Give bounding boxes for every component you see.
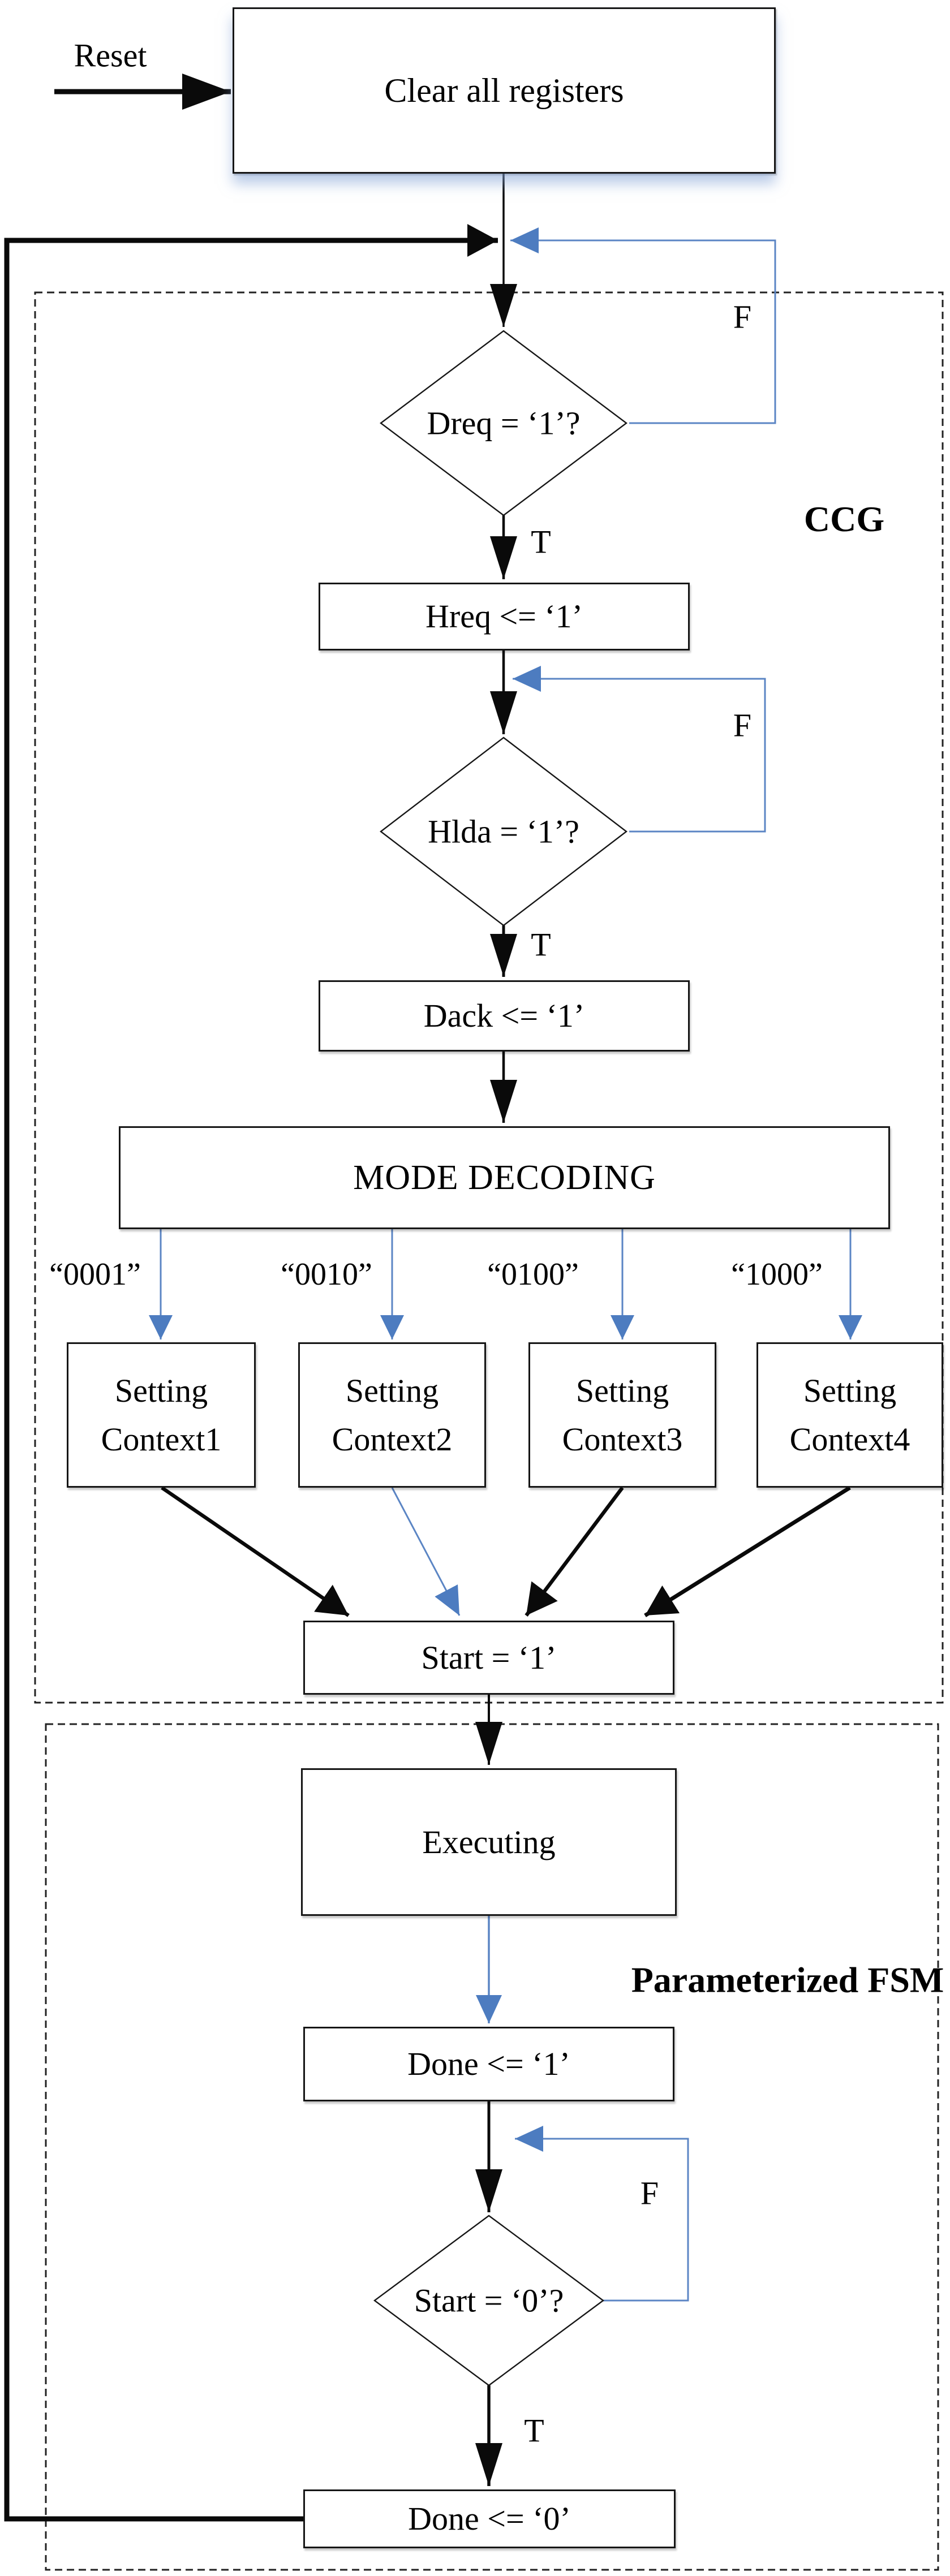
dreq-false-label: F — [733, 298, 752, 335]
decision-dreq — [380, 330, 627, 516]
edge-dreq-false-loop — [510, 227, 776, 424]
node-hreq: Hreq <= ‘1’ — [319, 583, 690, 651]
decision-hlda-label: Hlda = ‘1’? — [428, 813, 579, 850]
node-start-set: Start = ‘1’ — [303, 1621, 674, 1695]
node-setting-context3: Setting Context3 — [528, 1342, 716, 1488]
node-setting-context1: Setting Context1 — [67, 1342, 256, 1488]
node-setting-context4-label: Setting Context4 — [789, 1372, 910, 1458]
branch-label-0010: “0010” — [281, 1257, 372, 1292]
node-setting-context3-label: Setting Context3 — [562, 1372, 683, 1458]
node-setting-context1-label: Setting Context1 — [101, 1372, 222, 1458]
node-executing-label: Executing — [422, 1823, 556, 1860]
node-setting-context2: Setting Context2 — [298, 1342, 486, 1488]
hlda-false-label: F — [733, 707, 752, 744]
node-done-clear: Done <= ‘0’ — [303, 2489, 676, 2548]
decision-startchk — [373, 2215, 605, 2387]
edge-ctx1-to-start — [161, 1486, 350, 1617]
edge-ctx3-to-start — [525, 1487, 624, 1617]
edge-ctx4-to-start — [644, 1486, 851, 1617]
startchk-true-label: T — [524, 2412, 544, 2449]
node-clear-registers: Clear all registers — [233, 7, 776, 174]
node-dack: Dack <= ‘1’ — [319, 980, 690, 1052]
group-label-ccg: CCG — [803, 499, 885, 539]
node-done-set-label: Done <= ‘1’ — [407, 2045, 570, 2082]
hlda-true-label: T — [531, 926, 551, 963]
dreq-true-label: T — [531, 523, 551, 561]
startchk-false-label: F — [640, 2174, 659, 2212]
node-executing: Executing — [301, 1768, 677, 1916]
node-done-clear-label: Done <= ‘0’ — [408, 2500, 571, 2537]
decision-dreq-label: Dreq = ‘1’? — [427, 404, 581, 442]
edge-hlda-false-loop — [513, 666, 766, 833]
node-setting-context4: Setting Context4 — [756, 1342, 943, 1488]
branch-label-0001: “0001” — [49, 1257, 141, 1292]
node-hreq-label: Hreq <= ‘1’ — [425, 598, 583, 635]
node-mode-decoding: MODE DECODING — [119, 1126, 890, 1229]
node-mode-decoding-label: MODE DECODING — [353, 1158, 656, 1197]
node-dack-label: Dack <= ‘1’ — [423, 997, 585, 1034]
node-setting-context2-label: Setting Context2 — [332, 1372, 453, 1458]
group-label-parameterized-fsm: Parameterized FSM — [631, 1959, 944, 2000]
decision-hlda — [380, 736, 627, 927]
reset-signal-label: Reset — [74, 37, 147, 74]
decision-startchk-label: Start = ‘0’? — [414, 2282, 564, 2319]
node-start-set-label: Start = ‘1’ — [421, 1639, 557, 1676]
edge-startchk-false-loop — [515, 2126, 689, 2302]
edge-doneclr-return-loop — [4, 224, 498, 2522]
branch-label-0100: “0100” — [487, 1257, 579, 1292]
branch-label-1000: “1000” — [731, 1257, 823, 1292]
node-done-set: Done <= ‘1’ — [303, 2027, 674, 2101]
edge-ctx2-to-start — [391, 1487, 461, 1616]
node-clear-registers-label: Clear all registers — [384, 72, 624, 109]
